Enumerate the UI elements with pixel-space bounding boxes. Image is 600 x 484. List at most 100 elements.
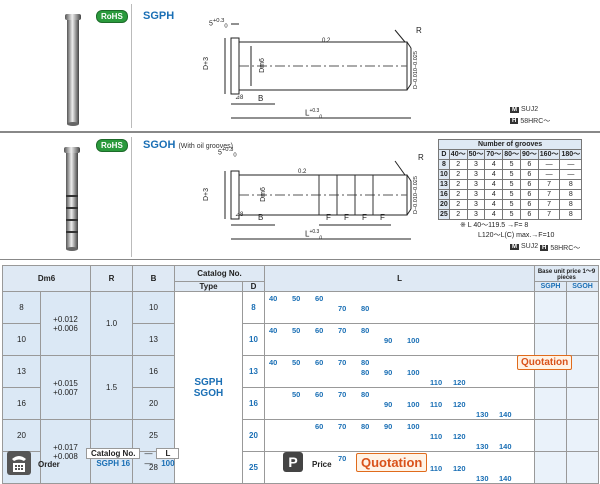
- price-quotation-button[interactable]: Quotation: [356, 453, 428, 472]
- sgph-panel: RoHS SGPH 5+0.30 D+3 Dm6 0.2 R D−0.010−0…: [0, 0, 600, 132]
- order-dash-2: —: [144, 458, 153, 468]
- tol-upper: +0.017: [53, 442, 78, 452]
- sgph-dim-d3: D+3: [203, 56, 211, 71]
- l-value: 90: [384, 368, 393, 377]
- price-sgph: [534, 451, 568, 484]
- sgph-drawing: [224, 23, 412, 119]
- sgoh-photo: [2, 137, 132, 257]
- grooves-cell: —: [559, 169, 583, 180]
- price-sgoh: [566, 291, 600, 324]
- col-r: R: [90, 265, 133, 292]
- l-value: 140: [499, 474, 512, 483]
- sgph-dim-dm6: Dm6: [258, 58, 266, 73]
- order-label: Order: [38, 460, 60, 469]
- l-value: 40: [269, 326, 278, 335]
- l-value: 50: [292, 294, 301, 303]
- grooves-cell: 8: [559, 209, 583, 220]
- sgoh-drawing: [224, 160, 412, 240]
- sgoh-dim-f2: F: [344, 213, 349, 222]
- type-sgph: SGPH: [194, 376, 223, 388]
- d-value: 8: [241, 291, 266, 324]
- spec-row: 20+0.017+0.0082.025206070809010011012013…: [2, 419, 600, 484]
- sgoh-dim-dm6: Dm6: [259, 187, 267, 202]
- l-value: 100: [407, 368, 420, 377]
- order-l-value: 100: [161, 459, 175, 468]
- quotation-badge-wrap: Quotation: [517, 355, 573, 370]
- l-value: 100: [407, 400, 420, 409]
- l-value: 80: [361, 368, 370, 377]
- order-cat-value: SGPH 16: [96, 459, 131, 468]
- grooves-cell: 5: [502, 169, 521, 180]
- grooves-cell: 8: [559, 179, 583, 190]
- l-value: 70: [338, 358, 347, 367]
- grooves-cell: —: [537, 169, 561, 180]
- l-value: 130: [476, 442, 489, 451]
- l-value: 60: [315, 326, 324, 335]
- grooves-cell: 6: [519, 209, 539, 220]
- sgoh-dim-d3: D+3: [203, 187, 211, 202]
- grooves-title: Number of grooves: [437, 139, 583, 150]
- grooves-cell: 13: [438, 179, 450, 190]
- grooves-cell: 2: [448, 159, 468, 170]
- col-b: B: [132, 265, 175, 292]
- quotation-badge[interactable]: Quotation: [517, 355, 573, 370]
- l-value: 50: [292, 390, 301, 399]
- grooves-cell: 6: [519, 199, 539, 210]
- tol-lower: +0.006: [53, 323, 78, 333]
- l-value: 140: [499, 442, 512, 451]
- order-section: Order Catalog No. — L SGPH 16 — 100 P Pr…: [4, 448, 598, 480]
- l-value: 50: [292, 326, 301, 335]
- l-value: 60: [315, 358, 324, 367]
- grooves-cell: 4: [484, 179, 504, 190]
- grooves-cell: 4: [484, 209, 504, 220]
- sgoh-dim-f1: F: [326, 213, 331, 222]
- order-l-head: L: [156, 448, 180, 459]
- sgph-photo: [2, 4, 132, 128]
- grooves-col: 90〜: [519, 149, 539, 160]
- sgoh-dim-angle: ⊿8: [235, 212, 244, 218]
- grooves-cell: 10: [438, 169, 450, 180]
- grooves-cell: 5: [502, 209, 521, 220]
- grooves-cell: 6: [519, 159, 539, 170]
- l-value: 60: [315, 294, 324, 303]
- dm6-value: 20: [2, 419, 41, 452]
- grooves-cell: 4: [484, 189, 504, 200]
- price-sgph: [534, 323, 568, 356]
- l-value: 80: [361, 326, 370, 335]
- price-sgoh: [566, 419, 600, 452]
- grooves-cell: 16: [438, 189, 450, 200]
- order-cat-head: Catalog No.: [85, 448, 141, 459]
- grooves-cell: 3: [466, 189, 486, 200]
- sgoh-dim-r: R: [418, 153, 424, 162]
- grooves-col: D: [438, 149, 450, 160]
- dm6-tolerance: +0.015+0.007: [40, 355, 91, 420]
- sgoh-panel: RoHS SGOH (With oil grooves) 5+0.30 D+3 …: [0, 132, 600, 260]
- grooves-cell: 7: [537, 209, 561, 220]
- svg-text:P: P: [288, 454, 297, 470]
- l-value: 80: [361, 390, 370, 399]
- grooves-cell: 20: [438, 199, 450, 210]
- sgph-dim-r: R: [416, 26, 422, 35]
- sgoh-rohs-badge: RoHS: [96, 139, 128, 152]
- grooves-cell: 8: [559, 189, 583, 200]
- sgoh-dim-d-tol: D−0.010−0.025: [413, 176, 419, 214]
- b-value: 25: [132, 419, 175, 452]
- grooves-col: 40〜: [448, 149, 468, 160]
- order-dash: —: [144, 449, 153, 458]
- grooves-cell: 3: [466, 159, 486, 170]
- dm6-value: 10: [2, 323, 41, 356]
- grooves-cell: —: [559, 159, 583, 170]
- order-example: Catalog No. — L SGPH 16 — 100: [85, 448, 180, 468]
